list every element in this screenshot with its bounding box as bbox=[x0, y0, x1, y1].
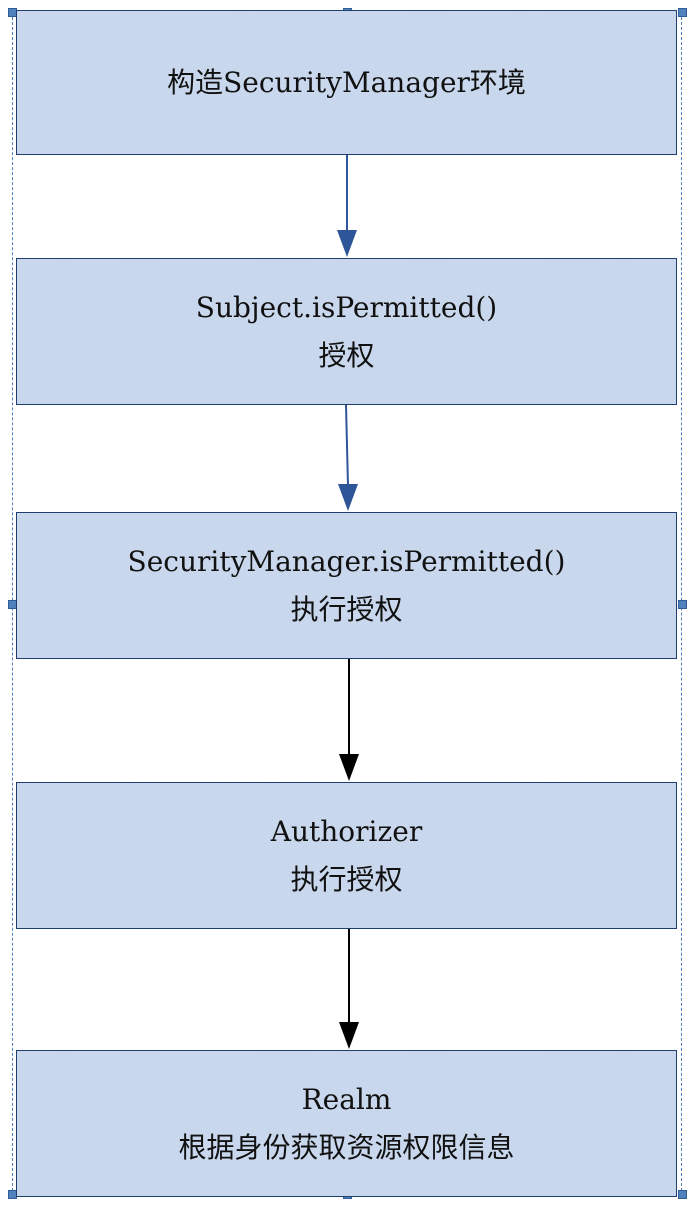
selection-handle-bottom-right[interactable] bbox=[678, 1190, 687, 1199]
step-3-line-2: 执行授权 bbox=[290, 592, 403, 626]
step-4-line-1: Authorizer bbox=[270, 814, 423, 848]
step-4-line-2: 执行授权 bbox=[290, 862, 403, 896]
selection-handle-middle-right[interactable] bbox=[678, 600, 687, 609]
step-box-security-manager-env[interactable]: 构造SecurityManager环境 bbox=[16, 10, 677, 155]
arrow-subject-to-security-manager bbox=[338, 404, 358, 511]
step-1-line-1: 构造SecurityManager环境 bbox=[167, 65, 526, 99]
step-box-authorizer[interactable]: Authorizer 执行授权 bbox=[16, 782, 677, 929]
step-2-line-1: Subject.isPermitted() bbox=[195, 290, 498, 324]
arrow-security-manager-to-authorizer bbox=[339, 659, 359, 781]
step-box-realm[interactable]: Realm 根据身份获取资源权限信息 bbox=[16, 1050, 677, 1197]
arrow-env-to-subject bbox=[337, 155, 357, 257]
arrow-authorizer-to-realm bbox=[339, 929, 359, 1049]
step-box-subject-is-permitted[interactable]: Subject.isPermitted() 授权 bbox=[16, 258, 677, 405]
step-3-line-1: SecurityManager.isPermitted() bbox=[127, 544, 566, 578]
step-box-security-manager-is-permitted[interactable]: SecurityManager.isPermitted() 执行授权 bbox=[16, 512, 677, 659]
step-2-line-2: 授权 bbox=[318, 338, 375, 372]
step-5-line-2: 根据身份获取资源权限信息 bbox=[178, 1130, 515, 1164]
step-5-line-1: Realm bbox=[301, 1082, 392, 1116]
selection-handle-top-right[interactable] bbox=[678, 8, 687, 17]
